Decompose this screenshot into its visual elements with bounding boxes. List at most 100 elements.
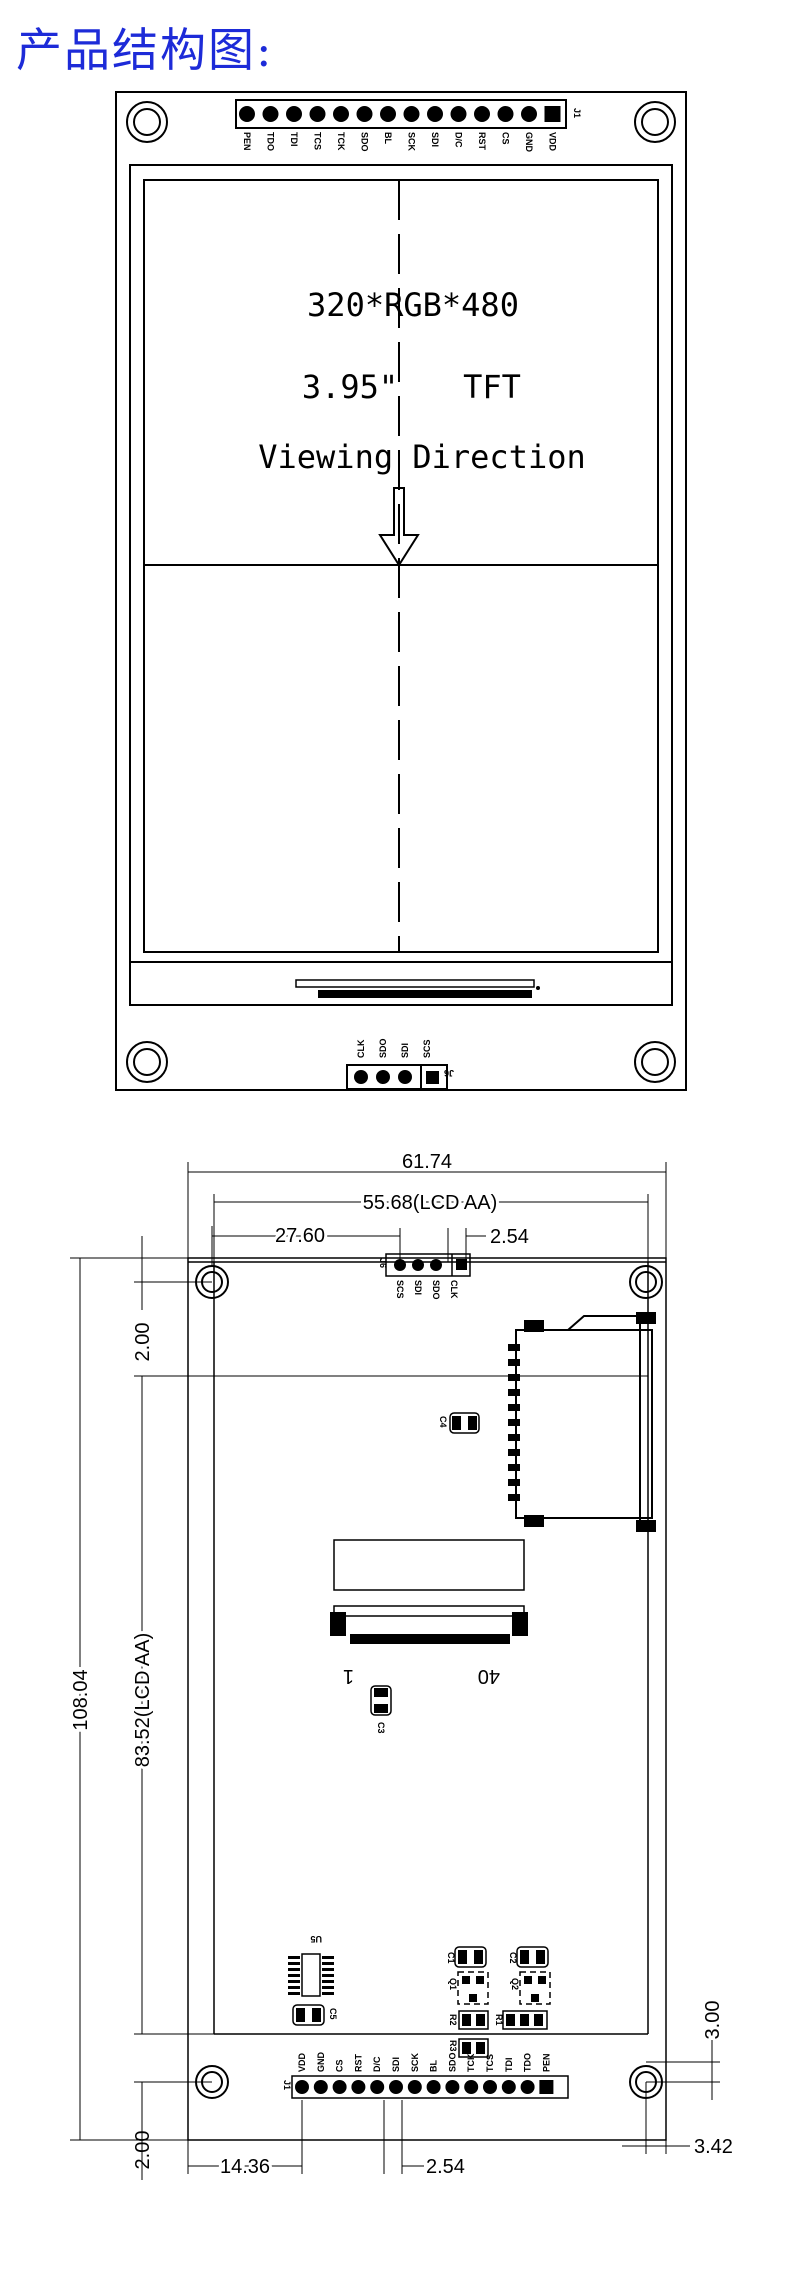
front-pin-label: BL: [383, 132, 393, 144]
front-pin-label: D/C: [454, 132, 464, 148]
back-pin-label: RST: [353, 2053, 363, 2072]
back-pin-label: PEN: [541, 2053, 551, 2072]
mounting-hole-icon: [126, 1041, 168, 1083]
front-top-header-name: J1: [572, 108, 582, 118]
type-label: TFT: [463, 368, 521, 406]
header-pin: [309, 106, 326, 122]
capacitor-c3: C3: [370, 1685, 392, 1734]
back-pin-label: SCK: [410, 2052, 420, 2072]
header-pin: [370, 2080, 385, 2094]
fpc-tooth: [508, 1479, 520, 1486]
header-pin: [389, 2080, 403, 2094]
transistor-q2: Q2: [510, 1971, 551, 2005]
header-pin: [521, 106, 537, 122]
ic-pin: [322, 1986, 334, 1989]
header-pin: [501, 2080, 516, 2094]
ic-pin: [322, 1980, 334, 1983]
dim-left-offset: 14.36: [220, 2156, 270, 2178]
front-pin-label: RST: [477, 132, 487, 151]
back-pin-label: TDO: [523, 2053, 533, 2072]
dim-top-margin: 2.00: [132, 1323, 154, 1362]
viewing-arrow-icon: [378, 487, 420, 567]
fpc-tooth: [508, 1344, 520, 1351]
ic-u5-label: U5: [310, 1934, 322, 1944]
capacitor-c4: C4: [438, 1412, 480, 1434]
header-pin: [351, 2080, 366, 2094]
ic-pin: [322, 1992, 334, 1995]
ic-pin: [288, 1974, 300, 1977]
resistor-r1-label: R1: [494, 2014, 504, 2026]
front-pin-label: GND: [524, 132, 534, 153]
dim-total-width: 61.74: [402, 1151, 452, 1173]
ic-u5: U5: [288, 1934, 334, 1997]
resistor-r3: R3: [448, 2038, 489, 2058]
transistor-q1: Q1: [448, 1971, 489, 2005]
capacitor-c5: C5: [292, 2004, 338, 2026]
back-spi-pin-label: SCS: [395, 1280, 405, 1299]
ic-pin: [288, 1962, 300, 1965]
resistor-r3-label: R3: [448, 2040, 458, 2052]
ic-pin: [322, 1956, 334, 1959]
fpc-tooth: [508, 1359, 520, 1366]
header-pin: [356, 106, 373, 122]
front-spi-pin-label: SDI: [400, 1043, 410, 1058]
header-pin: [239, 106, 255, 122]
fpc-connector: [508, 1312, 656, 1532]
front-spi-header-name: J6: [444, 1068, 454, 1078]
ic-pin: [288, 1980, 300, 1983]
header-pin: [426, 2080, 441, 2094]
front-pin-label: CS: [501, 132, 511, 145]
back-spi-header-name: J6: [378, 1258, 388, 1268]
header-pin: [544, 106, 561, 122]
header-pin: [520, 2080, 535, 2094]
back-pin-label: TCS: [485, 2054, 495, 2072]
front-pin-label: TDI: [289, 132, 299, 147]
ic-pin: [288, 1986, 300, 1989]
capacitor-c1-label: C1: [446, 1952, 456, 1964]
header-pin: [313, 2080, 328, 2094]
header-pin: [539, 2080, 554, 2094]
resistor-r1: R1: [494, 2010, 548, 2030]
fpc-pin-last: 40: [478, 1665, 500, 1687]
front-pin-label: SCK: [407, 132, 417, 152]
back-view: 61.74 55.68(LCD AA) 27.60 2.54 108.04 2.…: [67, 1151, 733, 2181]
page-title: 产品结构图:: [16, 23, 274, 77]
header-pin: [262, 106, 279, 122]
fpc-tooth: [508, 1449, 520, 1456]
back-pin-label: VDD: [297, 2052, 307, 2072]
back-pin-label: BL: [429, 2060, 439, 2072]
fpc-outline: [295, 979, 535, 988]
header-pin: [286, 106, 302, 122]
dim-height: 108.04: [70, 1669, 92, 1730]
front-spi-pin-label: SDO: [378, 1038, 388, 1058]
fpc-socket: 1 40: [330, 1605, 528, 1687]
transistor-q1-label: Q1: [448, 1978, 458, 1990]
dim-right-offset: 3.42: [694, 2136, 733, 2158]
dim-right-vertical: 3.00: [702, 2001, 724, 2040]
header-pin: [407, 2080, 422, 2094]
lcd-module-outline: [129, 164, 673, 1006]
front-spi-pin-label: CLK: [356, 1039, 366, 1058]
size-label: 3.95": [302, 368, 398, 406]
ic-pin: [322, 1974, 334, 1977]
back-pin-label: CS: [335, 2059, 345, 2072]
back-pin-label: GND: [316, 2052, 326, 2073]
fpc-tooth: [508, 1389, 520, 1396]
front-pin-label: VDD: [548, 132, 558, 152]
header-pin: [295, 2080, 309, 2094]
ic-pin: [288, 1968, 300, 1971]
fpc-tooth: [508, 1494, 520, 1501]
fpc-tooth: [508, 1464, 520, 1471]
header-pin: [427, 106, 443, 122]
back-pin-label: SDO: [447, 2052, 457, 2072]
fpc-tooth: [508, 1434, 520, 1441]
back-bottom-header-name: J1: [282, 2080, 292, 2090]
header-pin: [483, 2080, 497, 2094]
header-pin: [403, 106, 420, 122]
resolution-label: 320*RGB*480: [307, 286, 519, 324]
front-pin-label: TCK: [336, 132, 346, 151]
front-pin-label: PEN: [242, 132, 252, 151]
